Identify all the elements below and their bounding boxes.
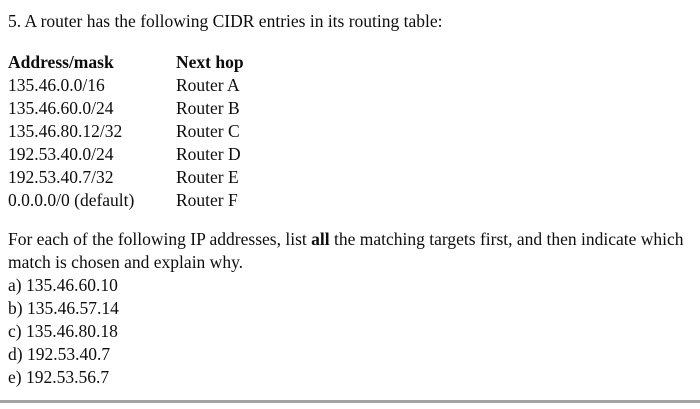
next-hop-cell: Router C [176,121,240,141]
next-hop-cell: Router B [176,98,240,118]
routing-table-row: 135.46.0.0/16 Router A [8,74,244,97]
ip-address-list: a) 135.46.60.10 b) 135.46.57.14 c) 135.46.… [8,274,686,389]
next-hop-cell: Router E [176,167,239,187]
next-hop-cell: Router D [176,144,241,164]
routing-table-header-address-mask: Address/mask [8,52,114,72]
ip-address-item: a) 135.46.60.10 [8,275,118,295]
address-mask-cell: 192.53.40.0/24 [8,144,114,164]
ip-address-item: e) 192.53.56.7 [8,367,110,387]
address-mask-cell: 0.0.0.0/0 (default) [8,190,135,210]
routing-table-row: 135.46.60.0/24 Router B [8,97,244,120]
address-mask-cell: 135.46.0.0/16 [8,75,105,95]
routing-table-header-next-hop: Next hop [176,52,244,72]
routing-table-row: 192.53.40.7/32 Router E [8,166,244,189]
routing-table-row: 0.0.0.0/0 (default) Router F [8,189,244,212]
question-intro: For each of the following IP addresses, … [8,228,686,274]
address-mask-cell: 135.46.60.0/24 [8,98,114,118]
ip-address-item: d) 192.53.40.7 [8,344,111,364]
routing-table-header-row: Address/mask Next hop [8,51,244,74]
question-intro-bold-word: all [311,229,330,249]
routing-table-row: 192.53.40.0/24 Router D [8,143,244,166]
address-mask-cell: 192.53.40.7/32 [8,167,114,187]
ip-address-item: c) 135.46.80.18 [8,321,118,341]
question-block: For each of the following IP addresses, … [8,228,686,389]
bottom-divider [0,400,700,403]
routing-table-row: 135.46.80.12/32 Router C [8,120,244,143]
question-title: 5. A router has the following CIDR entri… [8,11,443,31]
next-hop-cell: Router F [176,190,238,210]
question-intro-after: the matching targets first, and then ind… [8,229,684,272]
address-mask-cell: 135.46.80.12/32 [8,121,123,141]
question-intro-before: For each of the following IP addresses, … [8,229,312,249]
ip-address-item: b) 135.46.57.14 [8,298,119,318]
next-hop-cell: Router A [176,75,240,95]
